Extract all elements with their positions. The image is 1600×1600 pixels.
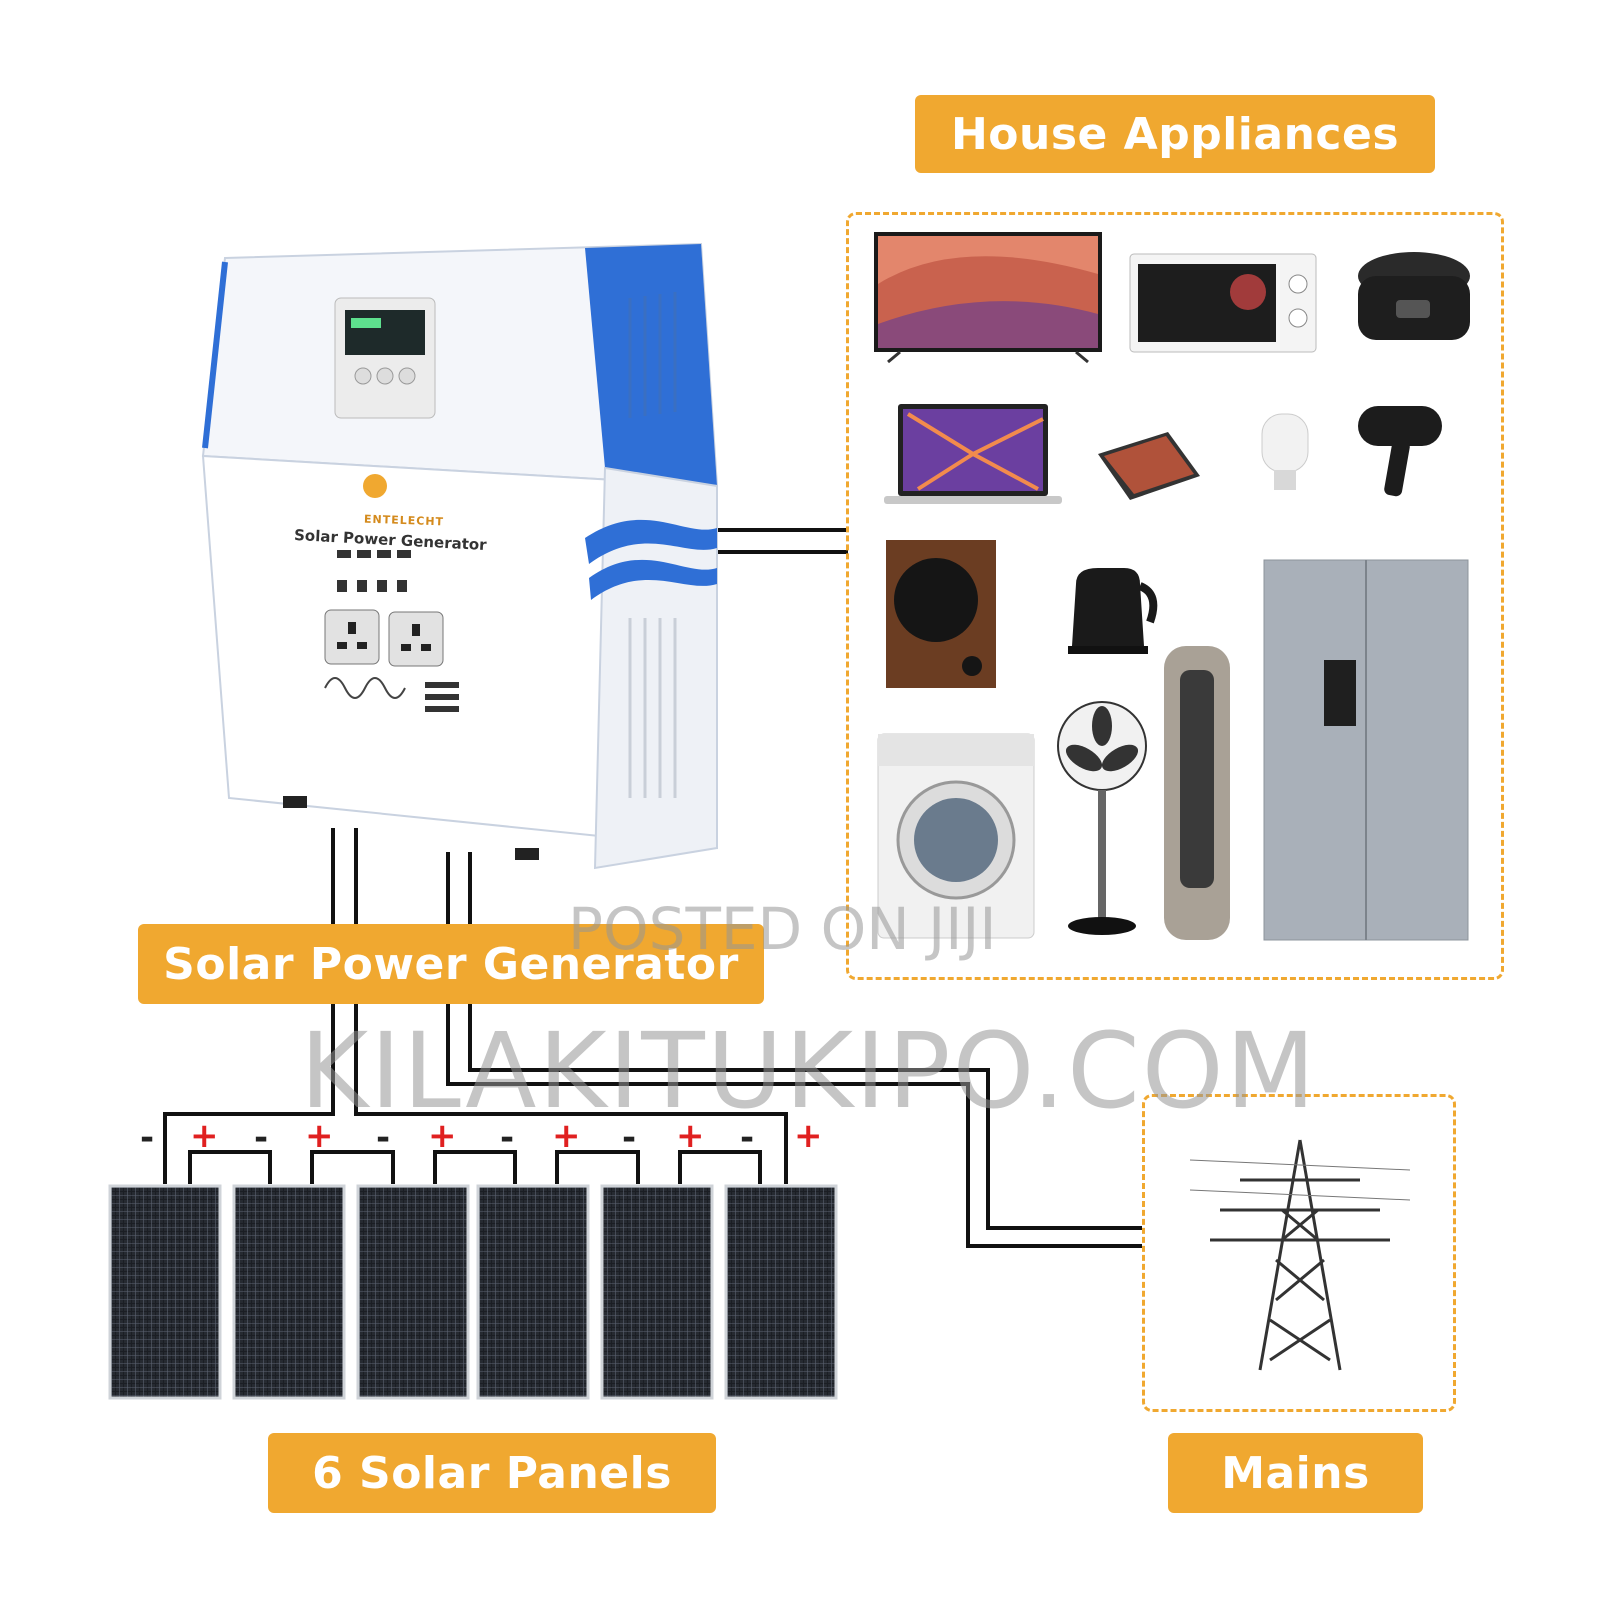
transmission-tower-icon [1190, 1139, 1410, 1371]
hair-dryer-icon [1358, 406, 1442, 497]
laptop-icon [884, 404, 1062, 504]
mains-box [1142, 1094, 1456, 1412]
panel-link-5 [678, 1150, 762, 1184]
appliances-box [846, 212, 1504, 980]
generator-brand: ENTELECHT [363, 512, 445, 529]
tower-air-conditioner-icon [1164, 646, 1230, 940]
terminal-sign: + [552, 1116, 581, 1156]
rice-cooker-icon [1358, 252, 1470, 340]
solar-panel-icon [356, 1184, 470, 1400]
terminal-sign: + [676, 1116, 705, 1156]
speaker-icon [886, 540, 996, 688]
appliances-grid [874, 232, 1470, 941]
solar-panels-label: 6 Solar Panels [268, 1433, 716, 1513]
terminal-sign: + [428, 1116, 457, 1156]
house-appliances-label: House Appliances [915, 95, 1435, 173]
panel-link-1 [188, 1150, 272, 1184]
solar-panel-icon [600, 1184, 714, 1400]
mains-label: Mains [1168, 1433, 1423, 1513]
solar-generator-unit-icon [201, 242, 719, 870]
terminal-sign: - [254, 1118, 269, 1158]
panel-link-3 [433, 1150, 517, 1184]
tablet-icon [1098, 432, 1200, 500]
panel-link-2 [310, 1150, 395, 1184]
solar-panels [108, 1184, 838, 1400]
refrigerator-icon [1263, 559, 1469, 941]
solar-panel-icon [108, 1184, 222, 1400]
microwave-icon [1129, 253, 1317, 353]
light-bulb-icon [1261, 413, 1309, 490]
terminal-sign: + [305, 1116, 334, 1156]
fan-icon [1057, 701, 1147, 935]
panel-link-4 [555, 1150, 640, 1184]
terminal-sign: - [140, 1118, 155, 1158]
solar-power-generator-label: Solar Power Generator [138, 924, 764, 1004]
terminal-sign: - [376, 1118, 391, 1158]
terminal-sign: + [794, 1116, 823, 1156]
terminal-sign: - [500, 1118, 515, 1158]
watermark-site: KILAKITUKIPO.COM [300, 1010, 1318, 1132]
wire-mains-1 [446, 852, 1142, 1248]
washing-machine-icon [877, 733, 1035, 939]
solar-panel-icon [476, 1184, 590, 1400]
terminal-sign: + [190, 1116, 219, 1156]
watermark-posted-on: POSTED ON JIJI [568, 895, 997, 963]
solar-panel-icon [232, 1184, 346, 1400]
terminal-sign: - [740, 1118, 755, 1158]
solar-panel-icon [724, 1184, 838, 1400]
kettle-icon [1068, 568, 1158, 654]
television-icon [874, 232, 1102, 364]
terminal-sign: - [622, 1118, 637, 1158]
